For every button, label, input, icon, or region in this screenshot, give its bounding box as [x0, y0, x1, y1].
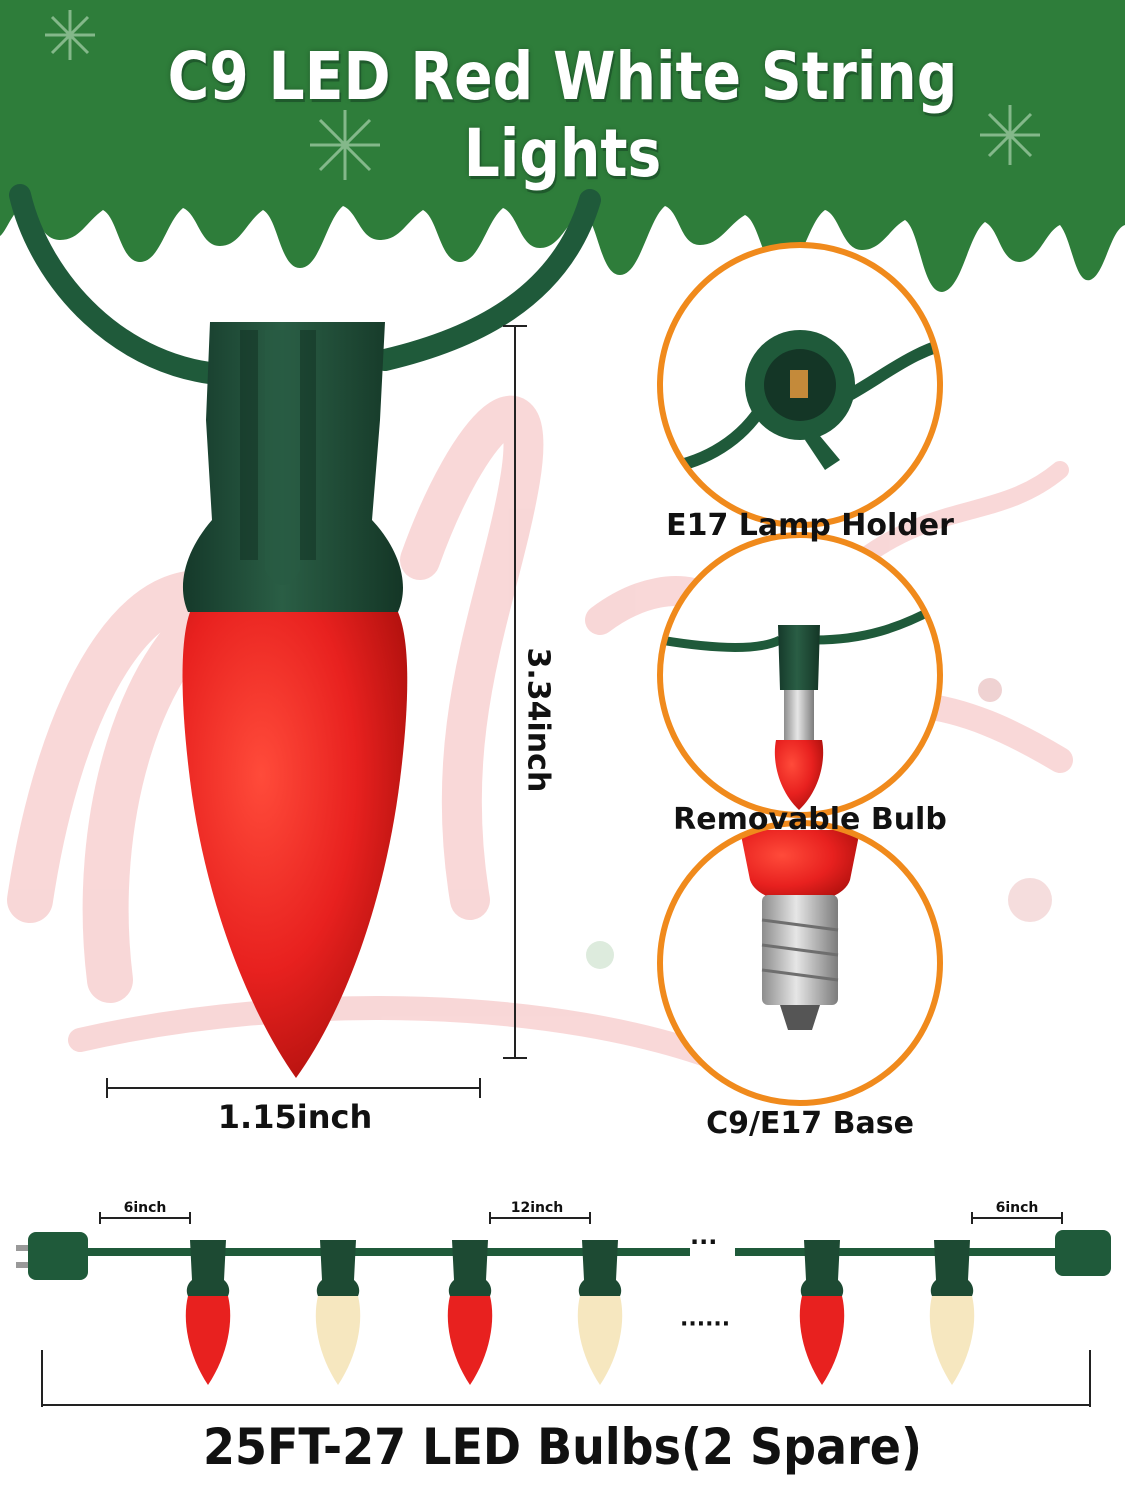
height-dimension-label: 3.34inch	[520, 647, 556, 793]
callout-lamp-holder	[657, 242, 943, 528]
spacing-left-label: 6inch	[123, 1200, 167, 1216]
removable-bulb-caption: Removable Bulb	[673, 802, 947, 837]
end-connector	[1055, 1230, 1111, 1276]
snowflake-icon	[310, 110, 380, 180]
callout-base	[657, 820, 943, 1106]
main-bulb	[182, 322, 408, 1078]
cable-ellipsis: ···	[690, 1228, 718, 1256]
spacing-right-label: 6inch	[995, 1200, 1039, 1216]
wire	[9, 184, 241, 386]
string-diagram	[16, 1212, 1111, 1407]
height-dimension-line	[503, 325, 527, 1059]
spacing-middle-label: 12inch	[510, 1200, 564, 1216]
lamp-holder-caption: E17 Lamp Holder	[666, 508, 954, 543]
ornament-dot	[586, 941, 614, 969]
snowflake-icon	[980, 105, 1040, 165]
width-dimension-label: 1.15inch	[217, 1098, 373, 1136]
ornament-dot	[978, 678, 1002, 702]
wire	[374, 189, 601, 371]
plug-icon	[16, 1232, 88, 1280]
ornament-dot	[1008, 878, 1052, 922]
snowflake-icon	[45, 10, 95, 60]
bulb-ellipsis: ······	[680, 1312, 731, 1337]
width-dimension-line	[106, 1078, 481, 1098]
callout-removable-bulb	[657, 532, 943, 818]
green-drip-banner	[0, 0, 1125, 292]
page-title: C9 LED Red White String Lights	[167, 38, 958, 192]
base-caption: C9/E17 Base	[706, 1106, 914, 1141]
total-length-label: 25FT-27 LED Bulbs(2 Spare)	[202, 1418, 923, 1476]
